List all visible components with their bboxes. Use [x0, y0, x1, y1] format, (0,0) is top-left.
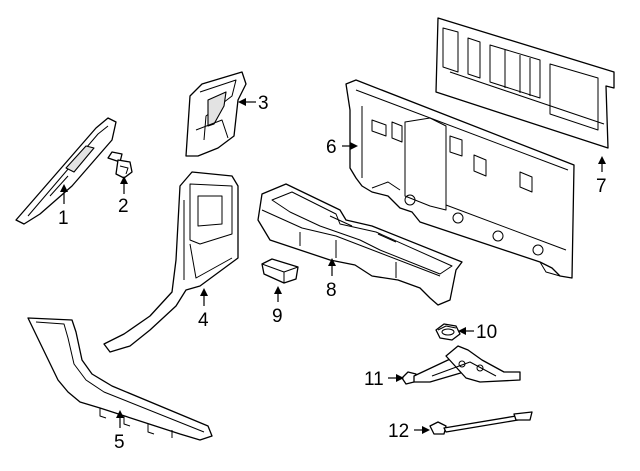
- arrow-8: [328, 258, 336, 266]
- callout-6: 6: [326, 137, 337, 158]
- part-8: [257, 183, 463, 306]
- part-2: [107, 151, 133, 179]
- arrow-2: [120, 176, 128, 184]
- arrow-12: [422, 426, 430, 434]
- callout-11: 11: [364, 369, 384, 390]
- arrow-9: [274, 286, 282, 294]
- part-10: [435, 323, 461, 341]
- arrow-3: [238, 98, 246, 106]
- leader-lines: [60, 98, 606, 434]
- part-3: [185, 71, 247, 157]
- callout-9: 9: [272, 306, 283, 327]
- callout-7: 7: [596, 176, 607, 197]
- callout-8: 8: [326, 280, 337, 301]
- arrow-6: [350, 142, 358, 150]
- callout-labels: 1 2 3 4 5 6 7 8 9 10 11 12: [58, 93, 607, 453]
- part-4: [103, 171, 239, 353]
- part-6: [345, 79, 575, 279]
- part-1: [15, 117, 117, 225]
- part-5: [27, 317, 213, 441]
- callout-12: 12: [388, 421, 409, 442]
- arrow-11: [396, 374, 404, 382]
- arrow-5: [116, 410, 124, 418]
- part-11: [401, 345, 521, 385]
- arrow-7: [598, 156, 606, 164]
- part-9: [261, 258, 299, 284]
- part-7: [435, 17, 615, 149]
- part-12: [429, 411, 533, 435]
- callout-2: 2: [118, 196, 129, 217]
- callout-5: 5: [114, 432, 125, 453]
- callout-4: 4: [198, 310, 209, 331]
- arrow-10: [458, 327, 466, 335]
- arrow-4: [200, 288, 208, 296]
- callout-3: 3: [258, 93, 269, 114]
- callout-10: 10: [476, 322, 497, 343]
- arrow-1: [60, 184, 68, 192]
- callout-1: 1: [58, 208, 69, 229]
